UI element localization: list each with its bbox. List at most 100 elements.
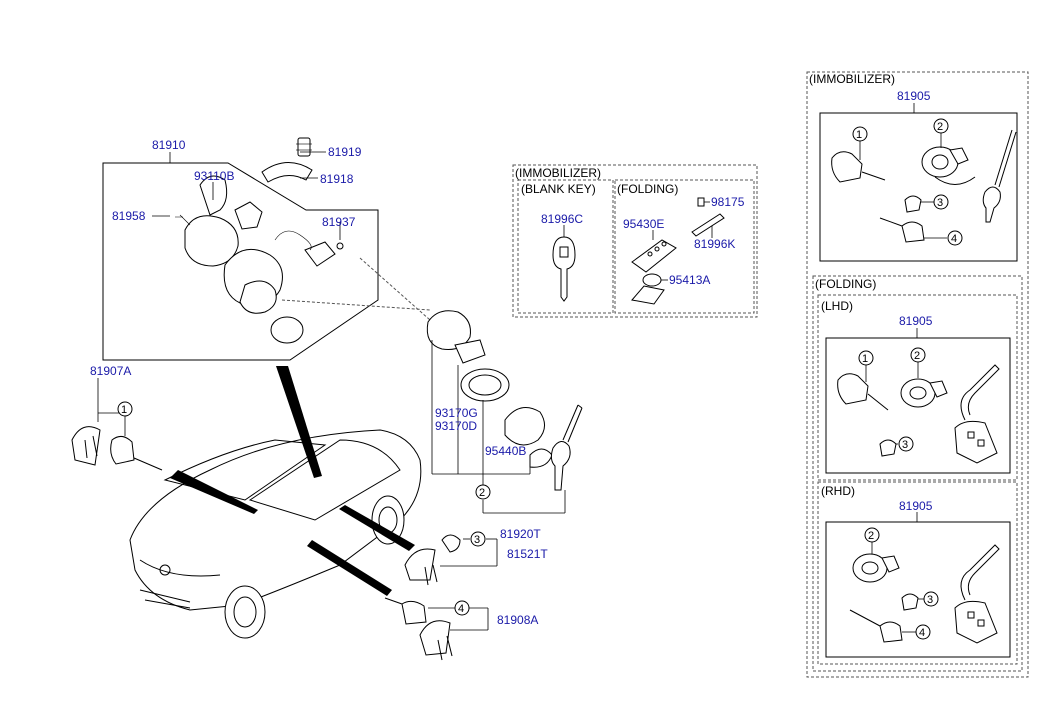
callout-3-rhd [923, 591, 939, 607]
label-81905-immobilizer: 81905 [897, 89, 931, 103]
callout-3-center [470, 531, 486, 547]
callout-2-rhd [864, 527, 880, 543]
label-81908A: 81908A [497, 613, 538, 627]
pointer-door-81521T [339, 505, 415, 551]
lhd-frame [817, 294, 1018, 481]
label-95413A: 95413A [669, 273, 710, 287]
label-81905-lhd: 81905 [899, 314, 933, 328]
callout-1-lhd [858, 350, 874, 366]
lock-assembly-frame [102, 162, 379, 361]
lock-bezel [270, 316, 304, 344]
key-81908A [419, 620, 451, 656]
immobilizer-module [304, 241, 336, 267]
fob-95430E [631, 239, 677, 273]
callout-1-immo [852, 126, 868, 142]
label-81910: 81910 [152, 138, 186, 152]
lock-set-81920T-group: 2 93170G 93170D 95440B 81920T [426, 310, 583, 541]
cylinder-81908A [401, 600, 427, 625]
label-81919: 81919 [328, 145, 362, 159]
pointer-tailgate [170, 470, 258, 514]
label-81996C: 81996C [541, 212, 583, 226]
label-95430E: 95430E [623, 217, 664, 231]
cylinder-3-immo [904, 195, 922, 213]
label-81920T: 81920T [500, 527, 541, 541]
center-immobilizer-group: (IMMOBILIZER) (BLANK KEY) (FOLDING) 8199… [512, 164, 758, 318]
header-rhd: (RHD) [821, 484, 855, 498]
pointer-ignition [276, 366, 322, 478]
lock-81521T-group: 3 81521T [404, 531, 548, 586]
bezel-95440B [504, 407, 545, 446]
cylinder-81521T [441, 534, 461, 553]
key-blank-center [550, 441, 571, 491]
key-immobilizer [982, 186, 1001, 223]
callout-2-lhd [910, 347, 926, 363]
callout-2-center [475, 484, 491, 500]
callout-2-lhd-text: 2 [914, 350, 920, 362]
key-blade-81996K [691, 213, 725, 237]
immobilizer-set-box [819, 112, 1018, 262]
battery-95413A [642, 273, 662, 287]
cover-81918 [261, 162, 313, 183]
right-immobilizer-frame [806, 71, 1029, 678]
rhd-set-box [825, 521, 1011, 658]
lock-81908A-group: 4 81908A [384, 597, 538, 661]
lock-assembly-group: 81910 81919 81918 93110B 81958 81937 [102, 137, 431, 361]
callout-4-rhd [915, 624, 931, 640]
lhd-set-box [825, 337, 1011, 474]
header-immobilizer-right: (IMMOBILIZER) [809, 72, 895, 86]
callout-4-rhd-text: 4 [919, 627, 925, 639]
lhd-cylinder-3 [879, 439, 897, 457]
center-immobilizer-frame [512, 164, 758, 318]
label-81958: 81958 [112, 209, 146, 223]
label-81937: 81937 [322, 215, 356, 229]
door-cylinder-1 [831, 151, 863, 183]
header-folding-center: (FOLDING) [617, 182, 678, 196]
fob-case [631, 285, 665, 305]
pointer-door-81908A [307, 540, 392, 596]
callout-3-center-text: 3 [474, 534, 480, 546]
callout-2-rhd-text: 2 [868, 530, 874, 542]
header-lhd: (LHD) [821, 299, 853, 313]
rhd-cylinder-4 [879, 621, 903, 643]
label-93110B: 93110B [194, 169, 234, 183]
rear-wheel [224, 585, 266, 639]
rhd-cylinder-3 [901, 593, 919, 611]
label-95440B: 95440B [485, 444, 526, 458]
label-98175: 98175 [711, 195, 745, 209]
blank-key-frame [517, 179, 614, 314]
callout-3-rhd-text: 3 [927, 594, 933, 606]
rhd-frame [817, 481, 1018, 665]
callout-3-lhd-text: 3 [902, 439, 908, 451]
callout-3-immo [933, 194, 949, 210]
rhd-folding-key [954, 600, 998, 644]
lhd-cylinder-1 [837, 373, 869, 405]
label-81996K: 81996K [694, 237, 735, 251]
callout-1-left-text: 1 [121, 404, 127, 416]
cylinder-4-immo [901, 221, 925, 243]
ignition-cylinder [426, 310, 471, 350]
callout-2-center-text: 2 [479, 487, 485, 499]
header-blank-key: (BLANK KEY) [521, 182, 596, 196]
bolt-81919 [297, 137, 311, 157]
header-immobilizer-center: (IMMOBILIZER) [515, 166, 601, 180]
callout-1-lhd-text: 1 [862, 353, 868, 365]
label-93170G: 93170G [435, 406, 478, 420]
key-81521T [404, 548, 436, 581]
callout-4-immo-text: 4 [951, 233, 957, 245]
callout-3-lhd [898, 436, 914, 452]
callout-2-immo-text: 2 [937, 121, 943, 133]
header-folding-right: (FOLDING) [815, 277, 876, 291]
callout-4-center-text: 4 [458, 603, 464, 615]
label-81918: 81918 [320, 172, 354, 186]
label-81907A: 81907A [90, 364, 131, 378]
folding-frame-center [614, 179, 755, 314]
car-illustration [129, 366, 422, 639]
cylinder-81907A [110, 436, 135, 465]
ring-93170 [460, 368, 510, 402]
callout-3-immo-text: 3 [937, 197, 943, 209]
steering-lock-body [184, 215, 239, 267]
lock-81907A-group: 1 81907A [71, 364, 163, 471]
folding-frame-right [812, 275, 1023, 672]
callout-2-immo [933, 118, 949, 134]
